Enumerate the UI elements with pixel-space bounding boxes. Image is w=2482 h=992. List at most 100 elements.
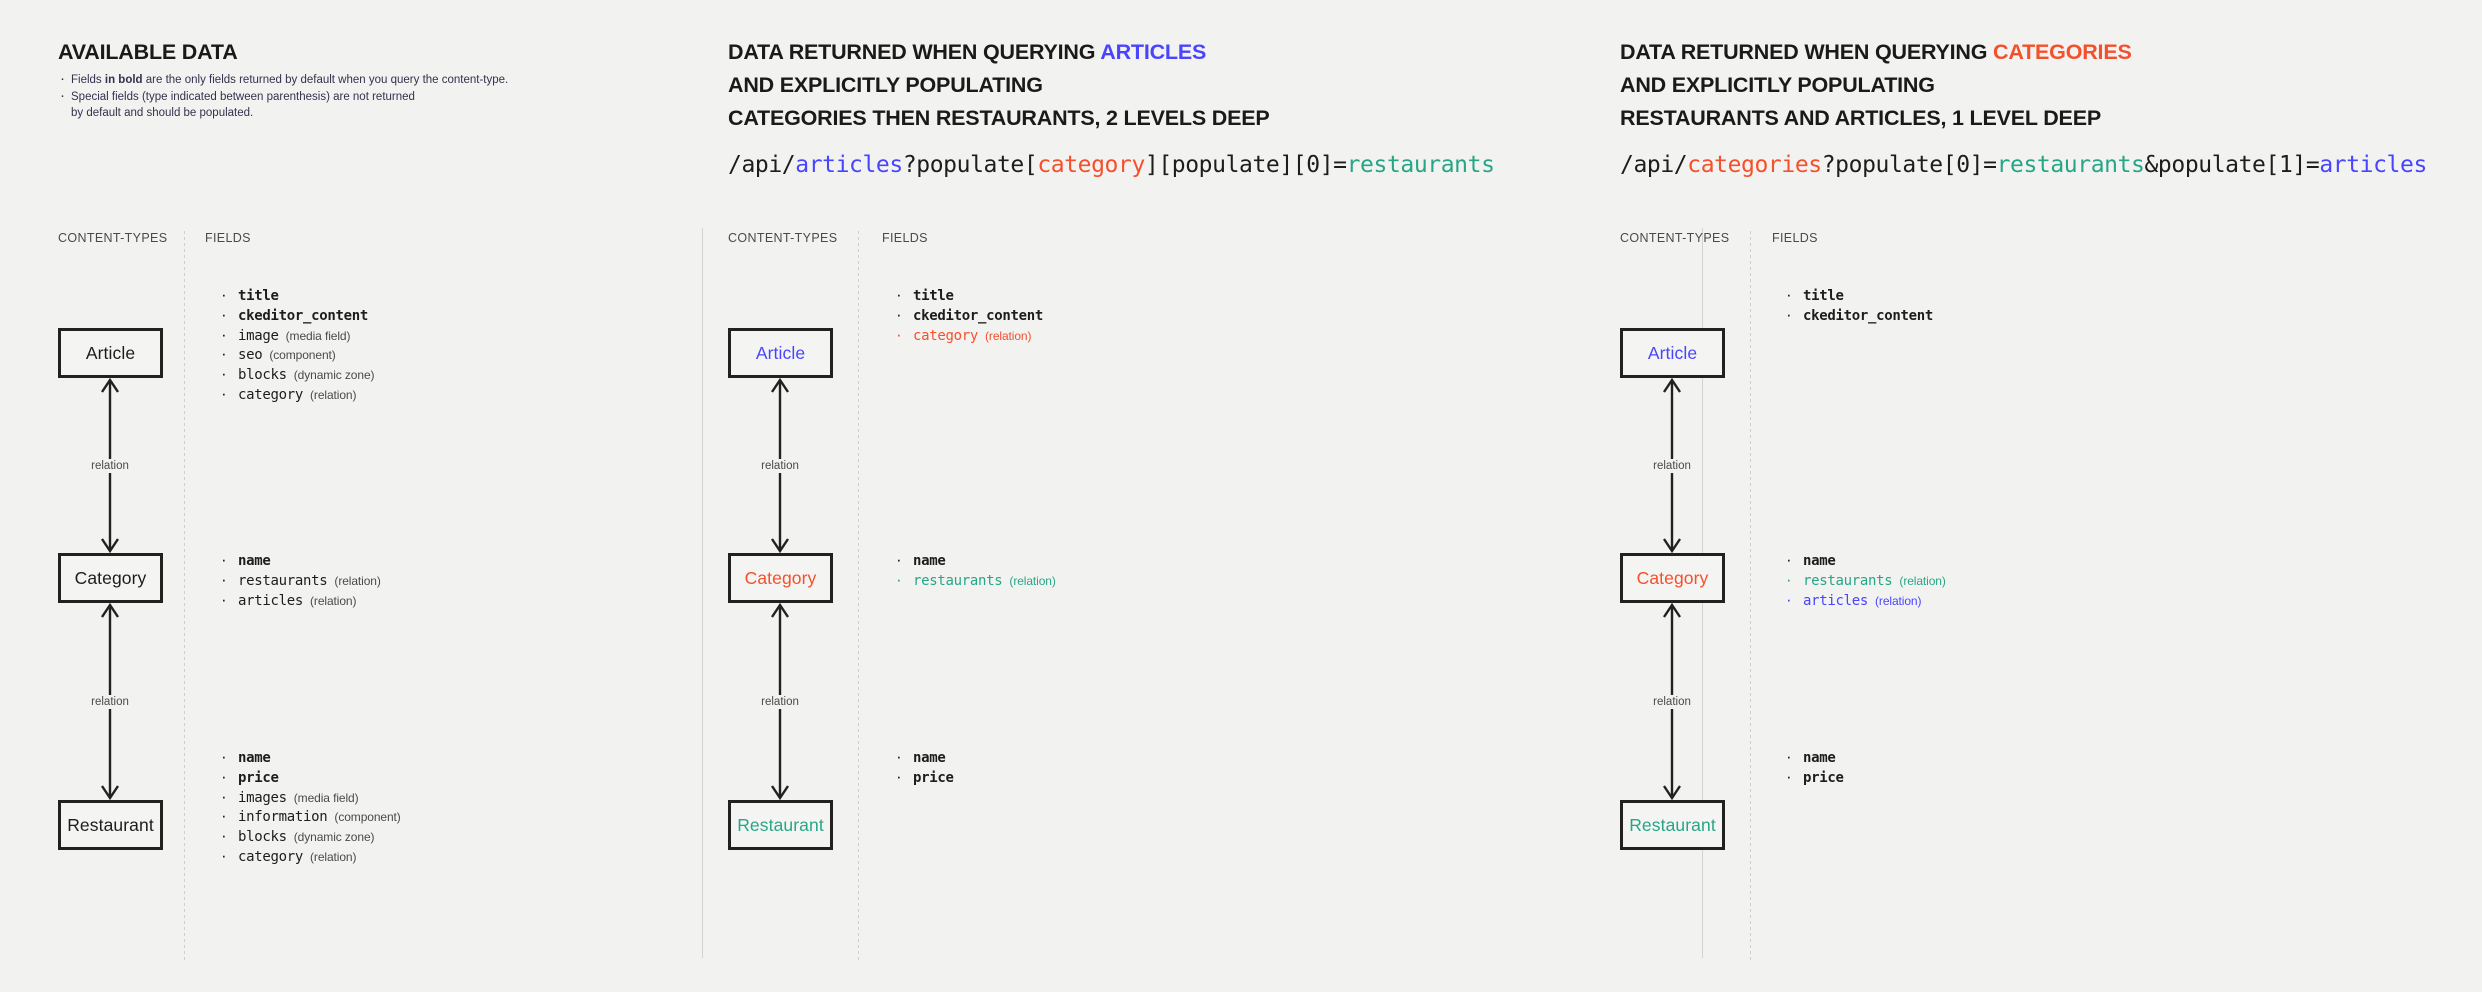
fields-column-divider [184, 228, 185, 960]
field-name: restaurants [1803, 572, 1893, 589]
field-type: (dynamic zone) [293, 368, 375, 383]
intro-bullet: Special fields (type indicated between p… [58, 88, 421, 122]
field-row: name [893, 749, 954, 766]
field-name: name [238, 750, 271, 766]
heading-text: DATA RETURNED WHEN QUERYING [728, 40, 1101, 64]
relation-label: relation [87, 458, 133, 473]
heading-text: AND EXPLICITLY POPULATING [728, 73, 1043, 97]
content-type-label: Restaurant [1629, 814, 1716, 835]
heading-line: DATA RETURNED WHEN QUERYING CATEGORIES [1620, 36, 2132, 69]
field-row: ckeditor_content [893, 307, 1044, 324]
api-url-segment: restaurants [1346, 152, 1495, 178]
field-name: title [1803, 288, 1844, 304]
field-name: articles [1803, 592, 1869, 609]
field-type: (media field) [293, 790, 359, 805]
field-type: (relation) [310, 387, 357, 402]
field-type: (relation) [310, 593, 357, 608]
field-name: category [238, 848, 304, 865]
field-row: articles(relation) [1783, 592, 1946, 609]
api-url-segment: categories [1687, 152, 1822, 178]
panel-heading: AVAILABLE DATA [58, 36, 238, 69]
content-type-box-category: Category [1620, 553, 1725, 603]
relation-label: relation [1649, 694, 1695, 709]
field-group-article: titleckeditor_content [1783, 287, 1933, 328]
api-url-segment: /api/ [1620, 152, 1688, 178]
field-row: seo(component) [218, 346, 374, 364]
field-name: seo [238, 347, 263, 364]
relation-label: relation [1649, 458, 1695, 473]
api-url-segment: articles [795, 152, 903, 178]
field-name: ckeditor_content [238, 307, 369, 324]
field-name: ckeditor_content [913, 307, 1044, 324]
content-type-box-restaurant: Restaurant [728, 800, 833, 850]
field-name: title [913, 288, 954, 304]
content-type-label: Restaurant [737, 814, 824, 835]
api-url-segment: ][populate][0]= [1144, 152, 1347, 178]
content-type-box-category: Category [728, 553, 833, 603]
field-row: category(relation) [893, 327, 1043, 344]
field-row: information (component) [218, 808, 401, 826]
field-name: information [238, 809, 328, 826]
heading-highlight: CATEGORIES [1993, 40, 2132, 64]
api-url-segment: /api/ [728, 152, 796, 178]
heading-text: CATEGORIES THEN RESTAURANTS, 2 LEVELS DE… [728, 106, 1270, 130]
api-url-segment: articles [2319, 152, 2427, 178]
field-type: (relation) [310, 849, 357, 864]
column-label-content-types: CONTENT-TYPES [58, 231, 168, 245]
field-row: image (media field) [218, 327, 374, 344]
field-row: name [218, 749, 401, 766]
field-row: price [1783, 769, 1844, 786]
content-type-label: Category [744, 567, 817, 588]
field-name: restaurants [913, 572, 1003, 589]
field-group-category: name restaurants (relation) articles(relati… [1783, 552, 1946, 612]
api-url-segment: category [1037, 152, 1145, 178]
api-url: /api/categories?populate[0]=restaurants&… [1620, 152, 2427, 178]
field-name: name [913, 750, 946, 766]
field-row: title [893, 287, 1043, 304]
field-type: (component) [334, 810, 401, 825]
content-type-label: Category [74, 567, 147, 588]
field-name: image [238, 327, 279, 344]
column-label-fields: FIELDS [882, 231, 928, 245]
relation-label: relation [757, 458, 803, 473]
content-type-label: Article [85, 342, 136, 363]
field-name: name [1803, 553, 1836, 569]
field-row: name [1783, 749, 1844, 766]
content-type-box-category: Category [58, 553, 163, 603]
api-url: /api/articles?populate[category][populat… [728, 152, 1495, 178]
content-type-label: Category [1636, 567, 1709, 588]
column-label-content-types: CONTENT-TYPES [728, 231, 838, 245]
fields-column-divider [858, 228, 859, 960]
field-group-restaurant: namepriceimages(media field)information(… [218, 749, 401, 869]
field-group-restaurant: name price [893, 749, 954, 790]
field-row: restaurants (relation) [1783, 572, 1946, 589]
field-name: name [1803, 750, 1836, 766]
field-row: ckeditor_content [218, 307, 374, 324]
fields-column-divider [1750, 228, 1751, 960]
field-name: category [238, 386, 304, 403]
heading-line: CATEGORIES THEN RESTAURANTS, 2 LEVELS DE… [728, 102, 1270, 135]
field-type: (media field) [285, 328, 351, 343]
heading-text: DATA RETURNED WHEN QUERYING [1620, 40, 1994, 64]
content-type-box-restaurant: Restaurant [58, 800, 163, 850]
api-url-segment: ?populate[0]= [1821, 152, 1997, 178]
field-row: title [218, 287, 374, 304]
field-group-article: title ckeditor_contentimage (media field) s… [218, 287, 375, 407]
field-row: name [218, 552, 381, 569]
field-row: restaurants(relation) [218, 572, 381, 589]
content-type-box-article: Article [58, 328, 163, 378]
field-type: (relation) [985, 328, 1032, 343]
field-type: (dynamic zone) [293, 830, 375, 845]
field-row: price [893, 769, 954, 786]
heading-text: RESTAURANTS AND ARTICLES, 1 LEVEL DEEP [1620, 106, 2101, 130]
api-url-segment: ?populate[ [902, 152, 1038, 178]
field-type: (relation) [1899, 573, 1946, 588]
api-url-segment: &populate[1]= [2144, 152, 2320, 178]
intro-bullet-list: Fields in bold are the only fields retur… [58, 71, 508, 122]
field-row: category (relation) [218, 848, 401, 865]
api-url-segment: restaurants [1996, 152, 2145, 178]
